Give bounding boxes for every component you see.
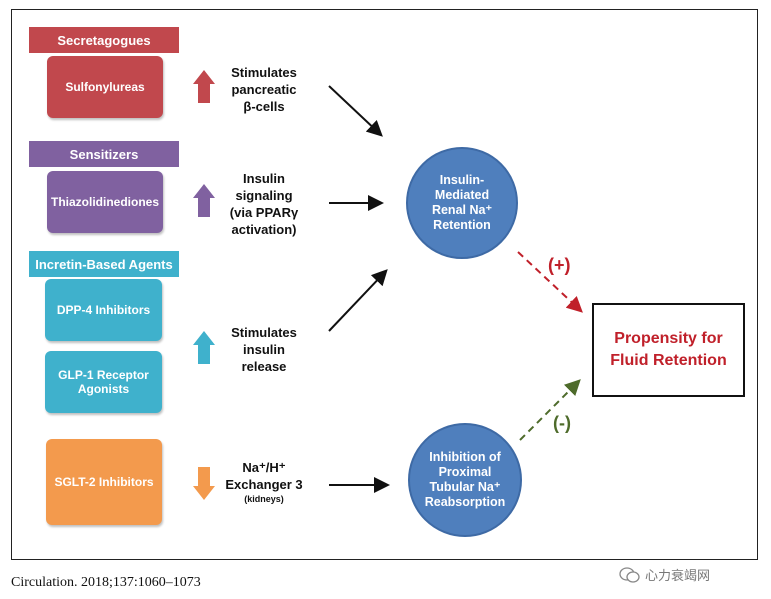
watermark-text: 心力衰竭网 (645, 568, 711, 583)
citation: Circulation. 2018;137:1060–1073 (11, 575, 201, 590)
wechat-icon (619, 566, 640, 583)
sulfonylureas-box: Sulfonylureas (47, 56, 163, 118)
effect-line: Stimulates (231, 325, 297, 340)
sensitizers-header: Sensitizers (29, 141, 179, 167)
outcome-line2: Fluid Retention (610, 352, 727, 369)
effect-stimulates-beta-cells: Stimulates pancreatic β-cells (222, 64, 306, 115)
circle-line: Reabsorption (424, 495, 506, 509)
dpp4-inhibitors-box: DPP-4 Inhibitors (45, 279, 162, 341)
effect-line: Exchanger 3 (225, 477, 303, 492)
effect-line: Na⁺/H⁺ (242, 460, 286, 475)
effect-line: (via PPARγ (229, 205, 299, 220)
incretin-header: Incretin-Based Agents (29, 251, 179, 277)
dashed-arrow-negative (519, 379, 581, 441)
inhibition-reabsorption-circle: Inhibition of Proximal Tubular Na⁺ Reabs… (408, 423, 522, 537)
fluid-retention-outcome-box: Propensity for Fluid Retention (592, 303, 745, 397)
circle-line: Insulin- (439, 173, 485, 187)
glp1-line1: GLP-1 Receptor (58, 368, 149, 382)
effect-insulin-signaling: Insulin signaling (via PPARγ activation) (220, 170, 308, 238)
circle-line: Renal Na⁺ (431, 203, 493, 217)
watermark: 心力衰竭网 (619, 565, 710, 584)
glp1-line2: Agonists (77, 382, 130, 396)
dashed-arrow-positive (517, 251, 583, 313)
circle-line: Inhibition of (429, 450, 501, 464)
circle-line: Tubular Na⁺ (429, 480, 501, 494)
effect-line: β-cells (243, 99, 285, 114)
effect-line: signaling (235, 188, 293, 203)
down-arrow-orange-icon (193, 467, 215, 500)
positive-sign: (+) (548, 255, 571, 275)
up-arrow-teal-icon (193, 331, 215, 364)
circle-line: Mediated (434, 188, 490, 202)
effect-line: activation) (231, 222, 297, 237)
negative-sign: (-) (553, 413, 571, 433)
sglt2-inhibitors-box: SGLT-2 Inhibitors (46, 439, 162, 525)
glp1-agonists-box: GLP-1 Receptor Agonists (45, 351, 162, 413)
effect-line: Insulin (243, 171, 285, 186)
up-arrow-red-icon (193, 70, 215, 103)
effect-line: Stimulates (231, 65, 297, 80)
up-arrow-purple-icon (193, 184, 215, 217)
effect-nhe3: Na⁺/H⁺ Exchanger 3 (kidneys) (220, 459, 308, 506)
effect-line: pancreatic (231, 82, 297, 97)
thiazolidinediones-box: Thiazolidinediones (47, 171, 163, 233)
circle-line: Retention (433, 218, 491, 232)
effect-line: insulin (243, 342, 285, 357)
arrow-release-to-retention (328, 269, 388, 332)
effect-insulin-release: Stimulates insulin release (222, 324, 306, 375)
effect-line: release (241, 359, 287, 374)
circle-line: Proximal (438, 465, 492, 479)
outcome-line1: Propensity for (614, 330, 723, 347)
secretagogues-header: Secretagogues (29, 27, 179, 53)
effect-note: (kidneys) (244, 494, 284, 504)
arrow-beta-to-retention (328, 85, 383, 137)
insulin-mediated-retention-circle: Insulin- Mediated Renal Na⁺ Retention (406, 147, 518, 259)
